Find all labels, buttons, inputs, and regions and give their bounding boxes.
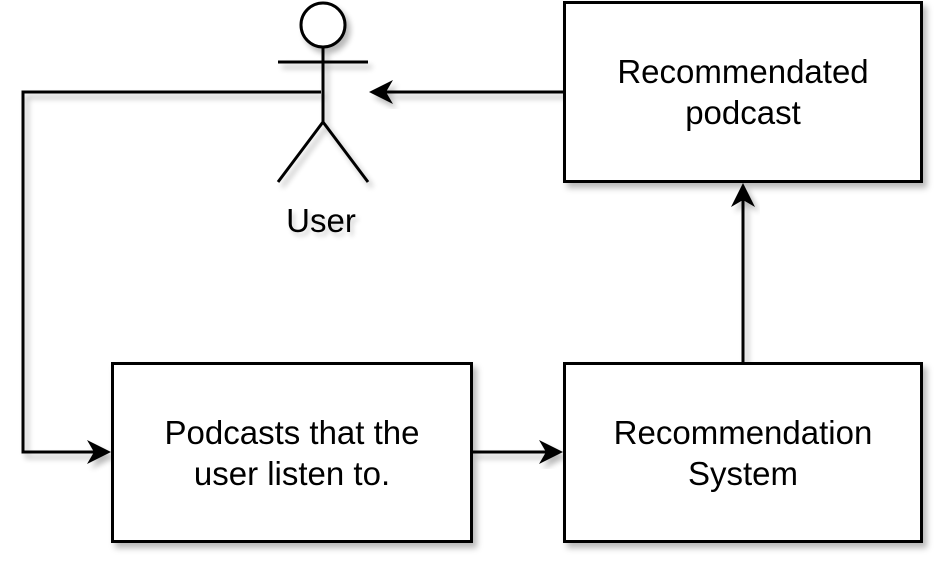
user-actor-icon	[276, 1, 370, 183]
recommendation-system-line1: Recommendation	[613, 413, 873, 451]
arrowhead-to-system	[539, 440, 563, 464]
podcasts-listened-box: Podcasts that the user listen to.	[111, 362, 473, 543]
actor-right-leg	[321, 121, 370, 183]
recommended-podcast-box: Recommendated podcast	[563, 1, 923, 183]
recommended-podcast-line1: Recommendated	[617, 53, 869, 90]
podcasts-listened-line1: Podcasts that the	[164, 413, 420, 451]
connector-recommended-to-user	[369, 80, 563, 104]
connector-podcasts-to-system	[473, 440, 563, 464]
arrowhead-to-recommended	[731, 183, 755, 207]
actor-left-leg	[276, 121, 325, 183]
podcasts-listened-line2: user listen to.	[193, 454, 391, 492]
arrowhead-to-podcasts	[87, 440, 111, 464]
actor-head	[299, 1, 347, 49]
arrowhead-to-user	[369, 80, 393, 104]
connector-system-to-recommended	[731, 183, 755, 362]
recommendation-system-box: Recommendation System	[563, 362, 923, 543]
recommended-podcast-line2: podcast	[685, 94, 801, 131]
user-actor-label: User	[278, 202, 364, 240]
connector-user-to-podcasts	[21, 90, 321, 464]
recommendation-system-line2: System	[687, 454, 798, 492]
